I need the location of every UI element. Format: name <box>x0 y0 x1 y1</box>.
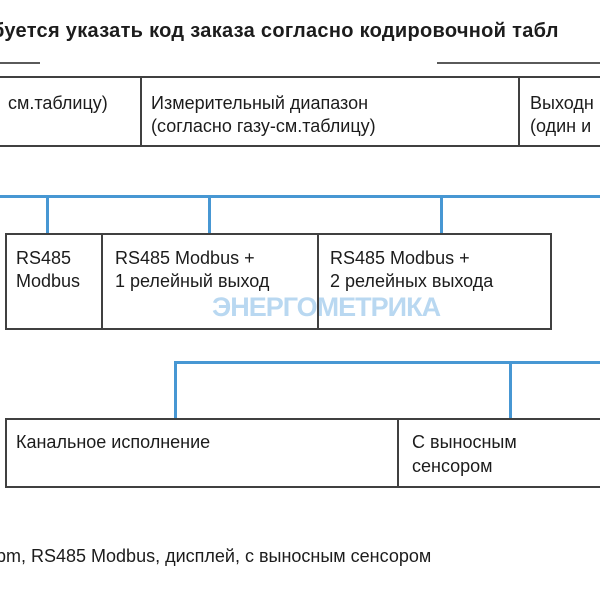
option-box-remote-sensor: С выносным сенсором <box>412 430 517 478</box>
header-row-top-border <box>0 76 600 78</box>
option-line: RS485 Modbus + <box>330 248 470 268</box>
header-cell-line: (один и <box>530 116 592 136</box>
option-line: С выносным <box>412 432 517 452</box>
option-box-divider <box>101 233 103 330</box>
header-cell-divider <box>140 76 142 147</box>
header-cell-divider <box>518 76 520 147</box>
watermark: ЭНЕРГОМЕТРИКА <box>212 292 441 322</box>
cropped-line-fragment-left <box>0 62 40 64</box>
connector-horizontal-line <box>0 195 600 198</box>
option-line: 1 релейный выход <box>115 271 270 291</box>
header-cell-gas-table: см.таблицу) <box>8 92 108 115</box>
cropped-line-fragment-right <box>437 62 600 64</box>
header-cell-output-signal: Выходн (один и <box>530 92 594 138</box>
connector-drop-line <box>208 196 211 235</box>
option-box-duct-mount: Канальное исполнение <box>16 430 210 454</box>
option-box-rs485-1-relay: RS485 Modbus + 1 релейный выход <box>115 247 269 293</box>
option-box-rs485-2-relays: RS485 Modbus + 2 релейных выхода <box>330 247 493 293</box>
connector-drop-line <box>174 361 177 418</box>
header-cell-line: (согласно газу-см.таблицу) <box>151 116 376 136</box>
page-title: буется указать код заказа согласно кодир… <box>0 20 559 42</box>
signal-options-outline <box>5 233 552 330</box>
header-cell-line: Измерительный диапазон <box>151 93 369 113</box>
header-cell-line: см.таблицу) <box>8 93 108 113</box>
option-line: 2 релейных выхода <box>330 271 494 291</box>
mounting-options-outline <box>5 418 600 488</box>
option-line: Канальное исполнение <box>16 432 211 452</box>
option-box-rs485: RS485 Modbus <box>16 247 80 293</box>
connector-horizontal-line <box>174 361 600 364</box>
connector-drop-line <box>46 196 49 235</box>
option-line: сенсором <box>412 456 493 476</box>
option-line: Modbus <box>16 271 81 291</box>
footer-example-text: pm, RS485 Modbus, дисплей, с выносным се… <box>0 546 432 566</box>
option-line: RS485 Modbus + <box>115 248 255 268</box>
option-line: RS485 <box>16 248 72 268</box>
header-cell-measuring-range: Измерительный диапазон (согласно газу-см… <box>151 92 376 138</box>
header-row-bottom-border <box>0 145 600 147</box>
option-box-divider <box>397 418 399 488</box>
option-box-divider <box>317 233 319 330</box>
connector-drop-line <box>509 361 512 418</box>
connector-drop-line <box>440 196 443 235</box>
header-cell-line: Выходн <box>530 93 594 113</box>
